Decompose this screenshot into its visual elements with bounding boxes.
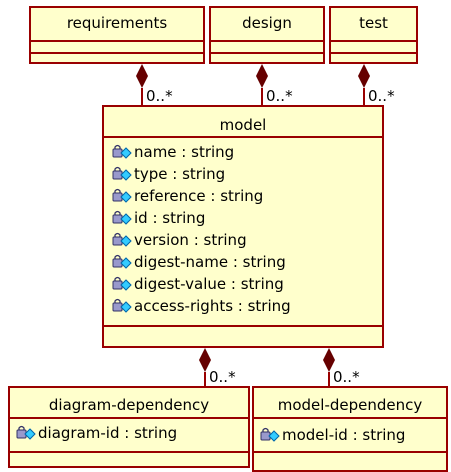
multiplicity-test-model: 0..* (368, 87, 395, 105)
attribute-row: type : string (112, 163, 225, 185)
attribute-name: access-rights : string (134, 297, 291, 315)
attribute-name: model-id : string (282, 426, 406, 444)
class-test[interactable]: test (329, 6, 418, 64)
attribute-row: id : string (112, 207, 205, 229)
attribute-name: version : string (134, 231, 247, 249)
attribute-row: model-id : string (260, 424, 405, 446)
class-name-model: model (219, 116, 267, 134)
attribute-row: reference : string (112, 185, 263, 207)
attribute-name: name : string (134, 143, 235, 161)
class-name-test: test (359, 14, 388, 32)
composition-diamond-model-right (323, 348, 335, 372)
attribute-name: diagram-id : string (38, 424, 178, 442)
operation-compartment-divider (254, 451, 446, 453)
key-attribute-icon (112, 298, 132, 313)
operation-compartment-divider (331, 52, 416, 54)
key-attribute-icon (112, 254, 132, 269)
operation-compartment-divider (104, 325, 382, 327)
key-attribute-icon (112, 144, 132, 159)
attribute-row: digest-name : string (112, 251, 286, 273)
attribute-name: reference : string (134, 187, 264, 205)
attribute-name: type : string (134, 165, 226, 183)
key-attribute-icon (112, 276, 132, 291)
class-design[interactable]: design (209, 6, 325, 64)
class-diagram-dependency[interactable]: diagram-dependency diagram-id : string (8, 386, 250, 468)
key-attribute-icon (112, 232, 132, 247)
attribute-row: diagram-id : string (16, 422, 177, 444)
attribute-compartment-divider (10, 417, 248, 419)
attribute-compartment-divider (254, 417, 446, 419)
class-name-design: design (242, 14, 292, 32)
attribute-row: digest-value : string (112, 273, 284, 295)
multiplicity-requirements-model: 0..* (146, 87, 173, 105)
class-requirements[interactable]: requirements (29, 6, 205, 64)
attribute-name: id : string (134, 209, 206, 227)
attribute-row: version : string (112, 229, 247, 251)
attribute-row: access-rights : string (112, 295, 291, 317)
attribute-compartment-divider (211, 40, 323, 42)
operation-compartment-divider (211, 52, 323, 54)
class-model-dependency[interactable]: model-dependency model-id : string (252, 386, 448, 472)
multiplicity-design-model: 0..* (266, 87, 293, 105)
class-name-model-dependency: model-dependency (277, 396, 423, 414)
class-model[interactable]: model name : string type : string refere… (102, 105, 384, 348)
attribute-compartment-divider (31, 40, 203, 42)
key-attribute-icon (112, 166, 132, 181)
key-attribute-icon (16, 425, 36, 440)
composition-diamond-design (256, 64, 268, 88)
attribute-row: name : string (112, 141, 234, 163)
key-attribute-icon (112, 188, 132, 203)
attribute-compartment-divider (104, 136, 382, 138)
operation-compartment-divider (31, 52, 203, 54)
class-name-diagram-dependency: diagram-dependency (48, 396, 210, 414)
attribute-compartment-divider (331, 40, 416, 42)
key-attribute-icon (260, 427, 280, 442)
multiplicity-model-diagram-dependency: 0..* (209, 368, 236, 386)
key-attribute-icon (112, 210, 132, 225)
attribute-name: digest-value : string (134, 275, 284, 293)
composition-diamond-requirements (136, 64, 148, 88)
composition-diamond-test (358, 64, 370, 88)
attribute-name: digest-name : string (134, 253, 286, 271)
class-name-requirements: requirements (66, 14, 168, 32)
operation-compartment-divider (10, 451, 248, 453)
multiplicity-model-model-dependency: 0..* (333, 368, 360, 386)
composition-diamond-model-left (199, 348, 211, 372)
